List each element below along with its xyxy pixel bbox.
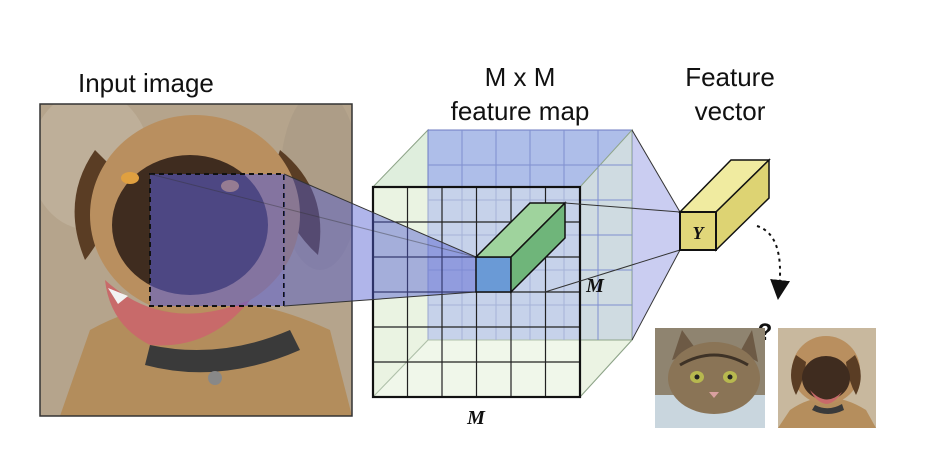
- projection-lines: [149, 173, 477, 307]
- dog-thumbnail-photo: [778, 328, 876, 428]
- feature-vector-bar: [678, 158, 771, 252]
- m-side-label: M: [585, 275, 605, 297]
- cat-photo: [655, 328, 765, 428]
- feature-vector-label: Feature vector: [660, 60, 800, 128]
- classification-arrow: [756, 225, 791, 300]
- feature-map-label-line2: feature map: [450, 96, 590, 126]
- feature-vector-label-line1: Feature: [685, 62, 775, 92]
- feature-column: [474, 201, 567, 294]
- feature-vector-label-line2: vector: [694, 96, 766, 126]
- receptive-field-overlay: [150, 174, 284, 306]
- receptive-field-outline: [149, 173, 285, 307]
- vector-projection-lines: [544, 129, 681, 341]
- input-image-frame: [39, 103, 353, 417]
- feature-map-label-line1: M x M: [484, 62, 556, 92]
- m-bottom-label: M: [466, 407, 486, 429]
- input-image-label: Input image: [78, 68, 214, 98]
- projection-to-feature-vector: [632, 130, 680, 340]
- y-label: Y: [693, 223, 706, 243]
- feature-map-label: M x M feature map: [430, 60, 610, 128]
- projection-to-feature-map: [284, 174, 476, 306]
